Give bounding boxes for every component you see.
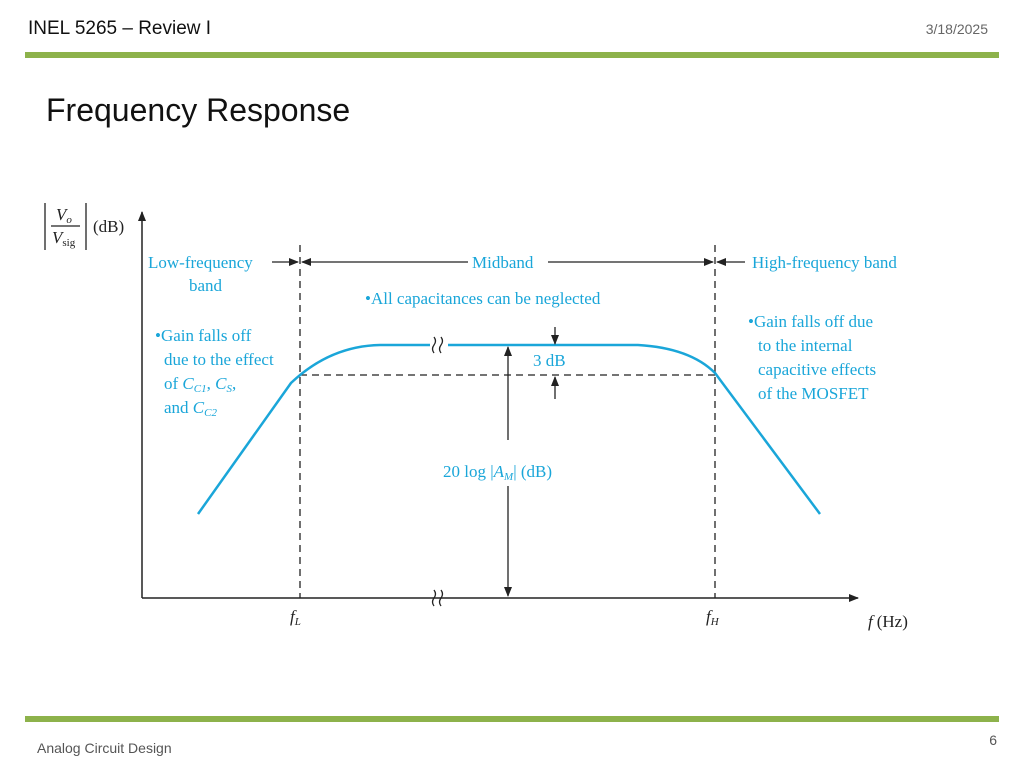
3db-label: 3 dB [533,351,566,370]
footer-course: Analog Circuit Design [37,740,172,756]
curve-break-icon [431,336,444,354]
svg-text:Vo: Vo [56,205,72,226]
low-band-label-line2: band [189,276,223,295]
low-note-line3: of CC1, CS, [164,374,236,395]
header-title: INEL 5265 – Review I [28,18,212,39]
x-axis-break-icon [431,589,444,607]
tick-fL: fL [290,607,301,628]
high-note-line2: to the internal [758,336,853,355]
top-divider [25,52,999,58]
low-band-label-line1: Low-frequency [148,253,253,272]
high-note-line1: •Gain falls off due [748,312,873,331]
response-curve [196,343,822,515]
midband-label: Midband [472,253,534,272]
y-denominator: V [52,228,65,247]
page-number: 6 [989,732,997,748]
midband-note: •All capacitances can be neglected [365,289,601,308]
low-note-line4: and CC2 [164,398,217,419]
y-numerator-sub: o [66,214,72,226]
x-axis-label: f(Hz) [868,612,908,631]
gain-label: 20 log |AM| (dB) [443,462,552,483]
y-unit: (dB) [93,217,124,236]
tick-fH: fH [706,607,720,628]
y-numerator: V [56,205,69,224]
high-note-line3: capacitive effects [758,360,876,379]
high-note-line4: of the MOSFET [758,384,869,403]
svg-text:Vsig: Vsig [52,228,76,249]
low-note-line1: •Gain falls off [155,326,252,345]
header-date: 3/18/2025 [925,21,988,37]
high-band-label: High-frequency band [752,253,897,272]
slide-title: Frequency Response [46,92,351,128]
low-note-line2: due to the effect [164,350,274,369]
y-denominator-sub: sig [62,237,75,249]
bottom-divider [25,716,999,722]
y-axis-label: Vo Vsig (dB) [44,203,124,250]
